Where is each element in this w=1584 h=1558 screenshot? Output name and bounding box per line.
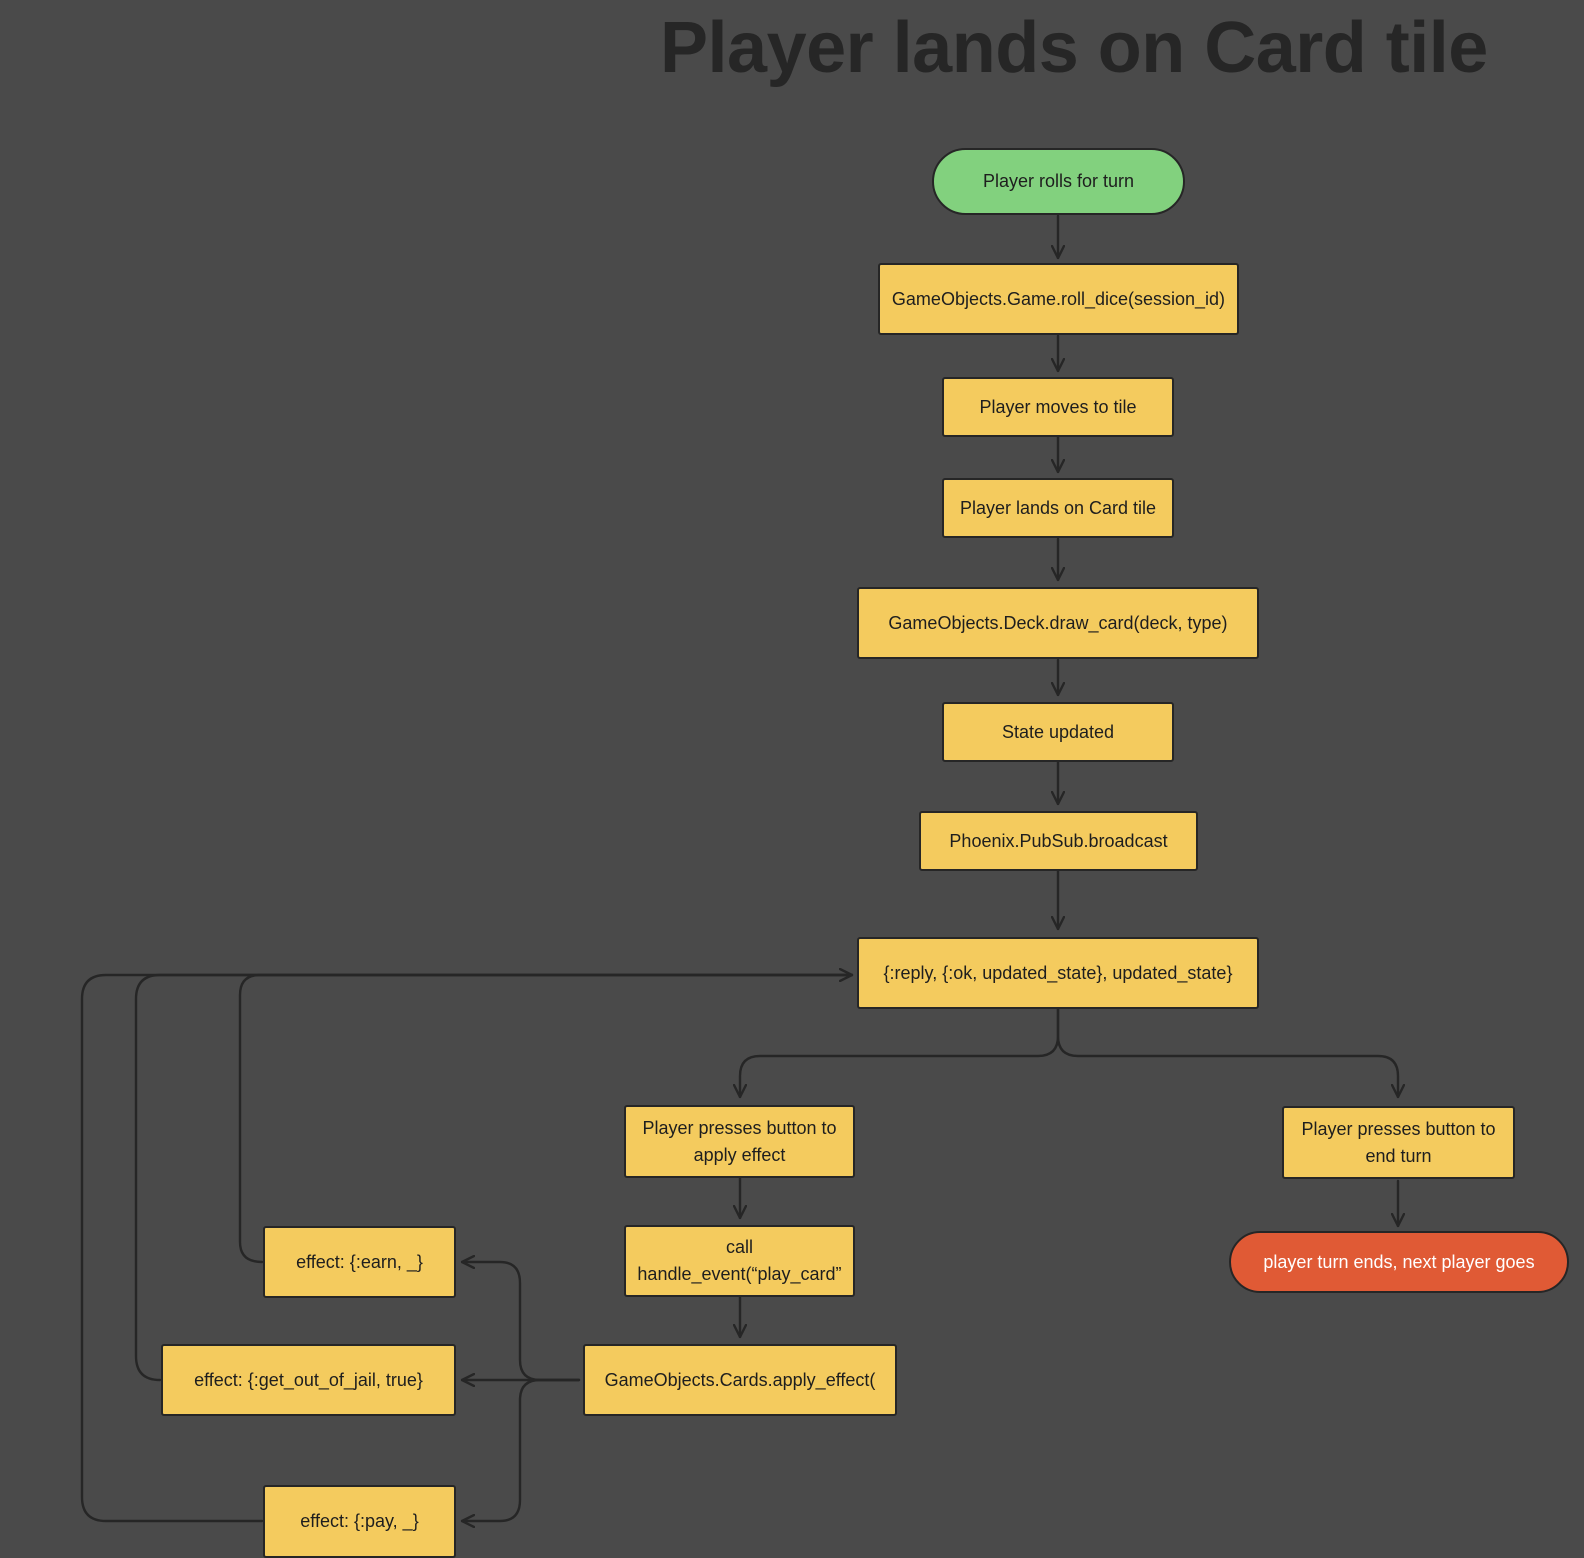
pay-effect-node: effect: {:pay, _} xyxy=(263,1485,456,1558)
reply-node-label: {:reply, {:ok, updated_state}, updated_s… xyxy=(883,962,1233,983)
end-button-node-label: Player presses button to end turn xyxy=(1301,1118,1496,1166)
apply-effect-node-label: GameObjects.Cards.apply_effect( xyxy=(604,1369,876,1390)
apply-effect-node: GameObjects.Cards.apply_effect( xyxy=(583,1344,897,1416)
draw-card-node-label: GameObjects.Deck.draw_card(deck, type) xyxy=(888,612,1228,633)
loop-pay-to-reply xyxy=(80,973,854,1523)
player-moves-node-label: Player moves to tile xyxy=(979,396,1137,417)
player-lands-node: Player lands on Card tile xyxy=(942,478,1174,538)
apply-button-node: Player presses button to apply effect xyxy=(624,1105,855,1178)
start-node: Player rolls for turn xyxy=(932,148,1185,215)
end-node: player turn ends, next player goes xyxy=(1229,1231,1569,1293)
arrow-reply-to-end-button xyxy=(1056,1006,1398,1099)
end-node-label: player turn ends, next player goes xyxy=(1263,1251,1535,1272)
apply-button-node-label: Player presses button to apply effect xyxy=(642,1117,837,1165)
end-button-node: Player presses button to end turn xyxy=(1282,1106,1515,1179)
broadcast-node: Phoenix.PubSub.broadcast xyxy=(919,811,1198,871)
pay-effect-node-label: effect: {:pay, _} xyxy=(300,1511,419,1531)
draw-card-node: GameObjects.Deck.draw_card(deck, type) xyxy=(857,587,1259,659)
roll-dice-node-label: GameObjects.Game.roll_dice(session_id) xyxy=(891,288,1226,309)
earn-effect-node-label: effect: {:earn, _} xyxy=(296,1251,423,1272)
start-node-label: Player rolls for turn xyxy=(982,171,1135,191)
handle-event-node: call handle_event(“play_card” xyxy=(624,1225,855,1297)
player-moves-node: Player moves to tile xyxy=(942,377,1174,437)
player-lands-node-label: Player lands on Card tile xyxy=(959,497,1157,518)
arrow-apply-to-pay xyxy=(460,1378,581,1521)
jail-effect-node-label: effect: {:get_out_of_jail, true} xyxy=(194,1369,423,1390)
jail-effect-node: effect: {:get_out_of_jail, true} xyxy=(161,1344,456,1416)
arrow-apply-to-earn xyxy=(460,1262,581,1382)
state-updated-node-label: State updated xyxy=(1001,721,1115,742)
arrow-reply-to-apply-button xyxy=(740,1006,1060,1099)
earn-effect-node: effect: {:earn, _} xyxy=(263,1226,456,1298)
broadcast-node-label: Phoenix.PubSub.broadcast xyxy=(949,830,1168,851)
roll-dice-node: GameObjects.Game.roll_dice(session_id) xyxy=(878,263,1239,335)
handle-event-node-label: call handle_event(“play_card” xyxy=(637,1237,842,1284)
reply-node: {:reply, {:ok, updated_state}, updated_s… xyxy=(857,937,1259,1009)
diagram-title: Player lands on Card tile xyxy=(660,8,1488,88)
state-updated-node: State updated xyxy=(942,702,1174,762)
